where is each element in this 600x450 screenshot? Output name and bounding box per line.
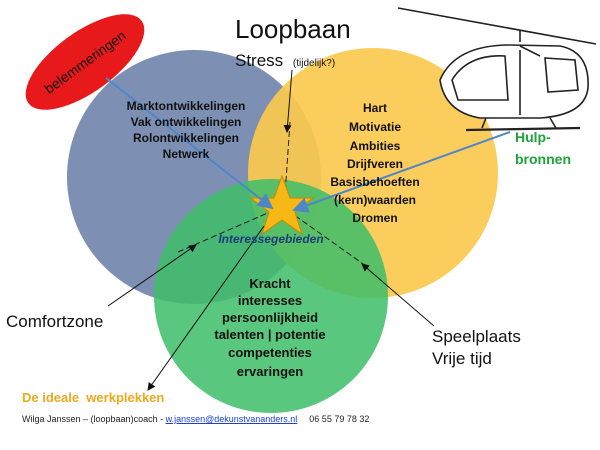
- right-item: Hart: [363, 101, 387, 115]
- helicopter-icon: [397, 7, 597, 132]
- stress-label: Stress (tijdelijk?): [235, 51, 335, 70]
- footer-email-link[interactable]: w.janssen@dekunstvananders.nl: [165, 414, 298, 424]
- right-item: Dromen: [352, 211, 397, 225]
- playground-line2: Vrije tijd: [432, 349, 492, 368]
- comfortzone-label: Comfortzone: [6, 312, 103, 331]
- helpsources-line1: Hulp-: [515, 129, 551, 145]
- footer-author: Wilga Janssen – (loopbaan)coach -: [22, 414, 166, 424]
- stress-note: (tijdelijk?): [293, 58, 335, 69]
- center-label: Interessegebieden: [218, 232, 323, 246]
- footer: Wilga Janssen – (loopbaan)coach - w.jans…: [22, 414, 369, 424]
- right-item: Ambities: [350, 139, 401, 153]
- right-item: Motivatie: [349, 120, 401, 134]
- left-item: Netwerk: [163, 147, 210, 161]
- left-item: Vak ontwikkelingen: [131, 115, 242, 129]
- bottom-item: ervaringen: [237, 364, 304, 379]
- bottom-item: Kracht: [249, 276, 291, 291]
- stress-main: Stress: [235, 51, 283, 70]
- bottom-item: talenten | potentie: [214, 327, 325, 342]
- comfortzone-arrow: [107, 244, 197, 307]
- helpsources-arrow: [292, 131, 511, 213]
- right-circle-list: Hart Motivatie Ambities Drijfveren Basis…: [330, 101, 419, 225]
- right-item: (kern)waarden: [334, 193, 416, 207]
- left-item: Marktontwikkelingen: [127, 99, 246, 113]
- ideal-workplace-label: De ideale werkplekken: [22, 390, 164, 405]
- right-item: Basisbehoeften: [330, 175, 419, 189]
- ideal-arrow: [147, 225, 265, 391]
- dashed-line-comfort: [177, 211, 271, 253]
- playground-arrow: [361, 263, 435, 327]
- obstacle-arrow: [105, 77, 274, 210]
- helpsources-line2: bronnen: [515, 151, 571, 167]
- bottom-item: persoonlijkheid: [222, 310, 318, 325]
- bottom-item: competenties: [228, 345, 312, 360]
- dashed-line-play: [289, 211, 367, 267]
- page-title: Loopbaan: [235, 14, 351, 44]
- playground-line1: Speelplaats: [432, 327, 521, 346]
- footer-phone: 06 55 79 78 32: [309, 414, 370, 424]
- left-circle-list: Marktontwikkelingen Vak ontwikkelingen R…: [127, 99, 246, 161]
- left-item: Rolontwikkelingen: [133, 131, 239, 145]
- stress-arrow: [283, 69, 293, 133]
- right-item: Drijfveren: [347, 157, 403, 171]
- bottom-item: interesses: [238, 293, 302, 308]
- bottom-circle-list: Kracht interesses persoonlijkheid talent…: [214, 276, 325, 379]
